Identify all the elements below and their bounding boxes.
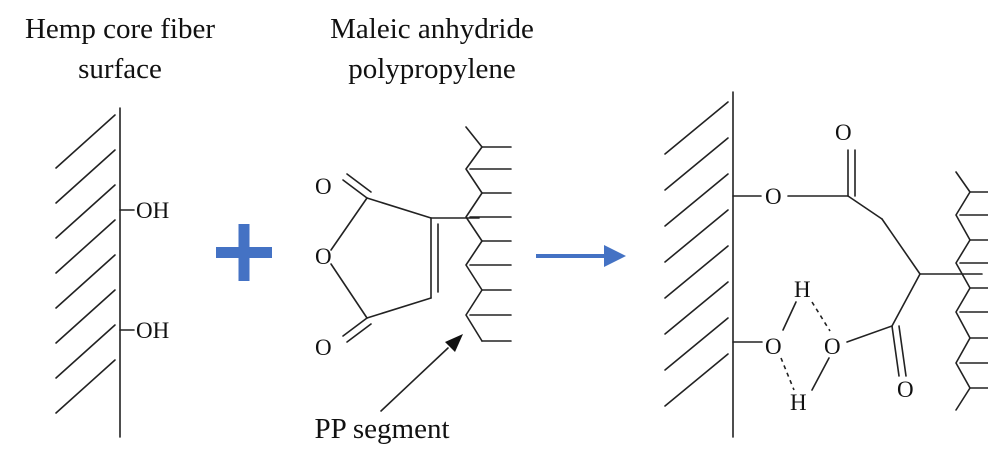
acid-oxygen: O (824, 334, 841, 359)
fiber-oxygen: O (765, 334, 782, 359)
pp-segment-label: PP segment (314, 413, 450, 445)
acid-group: O O (824, 273, 921, 402)
pp-chain-product (955, 171, 988, 411)
acid-carbonyl-oxygen: O (897, 377, 914, 402)
ester-oxygen: O (765, 184, 782, 209)
hydroxyl-group-lower: OH (136, 318, 169, 343)
carbonyl-oxygen-lower: O (315, 335, 332, 360)
carbonyl-oxygen-upper: O (315, 174, 332, 199)
ester-carbonyl-oxygen: O (835, 120, 852, 145)
hemp-fiber-label-line2: surface (78, 53, 162, 85)
fiber-surface: OH OH (55, 107, 169, 438)
hydrogen-upper: H (794, 277, 811, 302)
ring-oxygen: O (315, 244, 332, 269)
plus-icon (216, 224, 272, 281)
hydrogen-lower: H (790, 390, 807, 415)
pp-chain-middle (465, 126, 512, 342)
ester-linkage: O O (732, 120, 983, 275)
product-hatching (664, 101, 729, 407)
hemp-fiber-label-line1: Hemp core fiber (24, 13, 215, 45)
pp-segment-pointer (380, 334, 463, 412)
product-fiber-surface (664, 91, 734, 438)
hydroxyl-group-upper: OH (136, 198, 169, 223)
maleic-anhydride-ring: O O O (315, 173, 480, 360)
mapp-label-line2: polypropylene (348, 53, 516, 85)
hydrogen-bonding: O H H (732, 277, 831, 415)
reaction-arrow-icon (536, 245, 626, 267)
fiber-hatching (55, 114, 116, 414)
mapp-label-line1: Maleic anhydride (330, 13, 534, 45)
